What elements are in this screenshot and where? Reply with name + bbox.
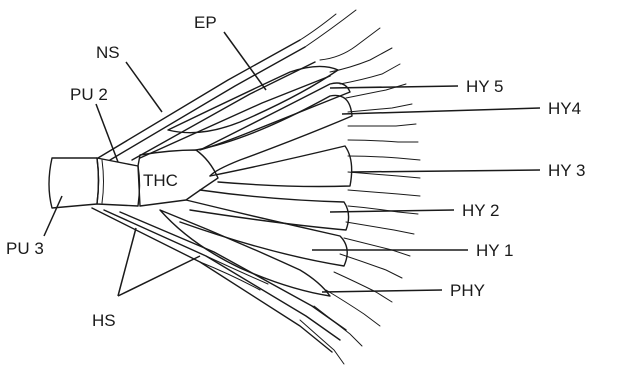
hypural-3 [210,146,352,187]
haemal-spines [92,208,346,352]
label-pu3: PU 3 [6,239,44,258]
label-hs: HS [92,311,116,330]
label-ns: NS [96,43,120,62]
label-pu2: PU 2 [70,85,108,104]
fin-rays [300,28,420,364]
leader-ns [126,62,162,112]
label-hy3: HY 3 [548,161,586,180]
labels: EP NS PU 2 THC PU 3 HS HY 5 HY4 HY 3 HY … [6,13,586,330]
label-phy: PHY [450,281,485,300]
parhypural [160,210,330,296]
label-hy2: HY 2 [462,201,500,220]
label-ep: EP [194,13,217,32]
label-hy1: HY 1 [476,241,514,260]
hypural-2 [190,190,349,230]
leader-hs-a [118,228,136,296]
leader-pu3 [44,196,62,236]
label-hy4: HY4 [548,99,581,118]
leader-ep [224,32,266,90]
label-thc: THC [143,171,178,190]
leader-phy [322,290,442,292]
hypural-4 [196,95,352,176]
centrum-pu3 [49,158,99,208]
neural-spines [98,10,356,160]
leader-hy5 [330,86,458,88]
leader-hy3 [352,170,540,172]
label-hy5: HY 5 [466,77,504,96]
leader-hy4 [342,108,540,114]
leader-hy2 [330,210,454,212]
leader-hs-b [118,256,200,296]
